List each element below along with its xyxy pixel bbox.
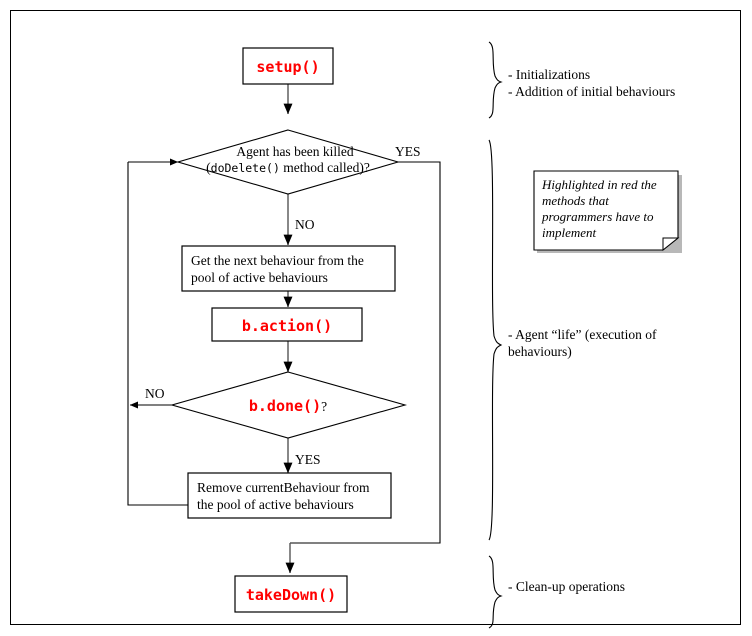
edge-label-killed-yes: YES <box>395 144 421 159</box>
done-question-mark: ? <box>321 399 327 414</box>
brace-cleanup <box>488 555 503 629</box>
annotation-agent-life-line1: - Agent “life” (execution of <box>508 327 657 342</box>
annotation-initialization-line2: - Addition of initial behaviours <box>508 84 675 99</box>
node-killed-decision-line1: Agent has been killed <box>236 144 354 159</box>
node-killed-decision-line2: (doDelete() method called)? <box>206 160 370 175</box>
decision-paren-open: ( <box>206 160 211 175</box>
note-line-4: implement <box>542 225 597 240</box>
brace-agent-life <box>488 139 503 541</box>
annotation-cleanup-line1: - Clean-up operations <box>508 579 625 594</box>
annotation-agent-life-line2: behaviours) <box>508 344 572 359</box>
node-takedown-label: takeDown() <box>246 586 336 604</box>
node-action[interactable] <box>211 307 363 342</box>
edge-label-done-yes: YES <box>295 452 321 467</box>
note-line-3: programmers have to <box>541 209 654 224</box>
note-line-1: Highlighted in red the <box>541 177 657 192</box>
node-get-next-line1: Get the next behaviour from the <box>191 253 364 268</box>
node-get-next-behaviour[interactable] <box>181 245 396 292</box>
decision-method-called: method called)? <box>280 160 370 175</box>
node-killed-decision[interactable] <box>176 129 400 195</box>
brace-initialization <box>488 41 503 119</box>
node-remove-behaviour[interactable] <box>187 472 392 519</box>
edge-remove-to-loop <box>127 162 188 506</box>
node-done-decision-label: b.done()? <box>249 397 327 415</box>
note-fold-corner <box>662 237 680 252</box>
node-takedown[interactable] <box>234 575 348 613</box>
edge-decision-yes-to-takedown <box>290 161 441 544</box>
done-code-text: b.done() <box>249 397 321 415</box>
note-line-2: methods that <box>542 193 609 208</box>
node-setup[interactable] <box>242 47 334 85</box>
annotation-initialization-line1: - Initializations <box>508 67 590 82</box>
node-action-label: b.action() <box>242 317 332 335</box>
decision-dodelete-code: doDelete() <box>211 161 280 175</box>
node-get-next-line2: pool of active behaviours <box>191 270 328 285</box>
edge-label-killed-no: NO <box>295 217 315 232</box>
node-remove-line2: the pool of active behaviours <box>197 497 354 512</box>
edge-label-done-no: NO <box>145 386 165 401</box>
node-remove-line1: Remove currentBehaviour from <box>197 480 370 495</box>
node-done-decision[interactable] <box>169 371 408 439</box>
node-setup-label: setup() <box>256 58 319 76</box>
page-border <box>10 10 741 625</box>
